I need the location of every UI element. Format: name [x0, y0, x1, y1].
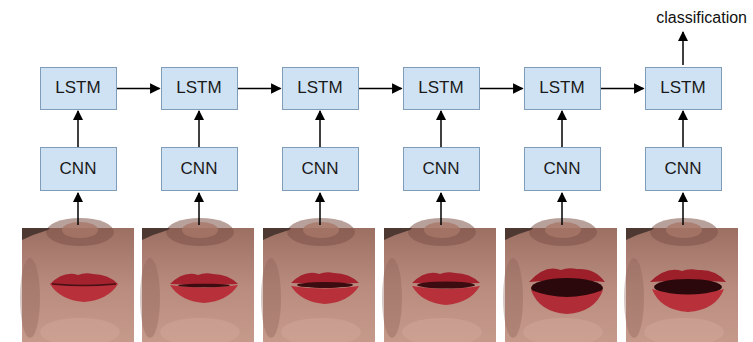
box-label: LSTM [539, 79, 584, 98]
flow-arrow [198, 111, 200, 147]
box-label: CNN [60, 160, 97, 179]
flow-arrow [480, 88, 523, 90]
flow-arrow [77, 111, 79, 147]
lstm-box: LSTM [161, 67, 238, 110]
cnn-box: CNN [161, 147, 238, 191]
cnn-box: CNN [403, 147, 480, 191]
lstm-box: LSTM [282, 67, 359, 110]
input-arrow [77, 193, 79, 225]
lip-frame [382, 218, 496, 342]
box-label: CNN [181, 160, 218, 179]
output-arrow [682, 32, 684, 65]
lip-frame [503, 218, 617, 342]
flow-arrow [601, 88, 644, 90]
box-label: LSTM [418, 79, 463, 98]
input-arrow [561, 193, 563, 225]
box-label: LSTM [176, 79, 221, 98]
box-label: CNN [544, 160, 581, 179]
box-label: LSTM [297, 79, 342, 98]
lstm-box: LSTM [524, 67, 601, 110]
flow-arrow [359, 88, 402, 90]
flow-arrow [682, 111, 684, 147]
lip-frame [20, 218, 134, 342]
input-arrow [198, 193, 200, 225]
cnn-box: CNN [524, 147, 601, 191]
input-arrows [78, 32, 683, 225]
box-label: LSTM [55, 79, 100, 98]
box-label: CNN [423, 160, 460, 179]
cnn-box: CNN [282, 147, 359, 191]
flow-arrow [117, 88, 160, 90]
lstm-box: LSTM [645, 67, 722, 110]
input-arrow [440, 193, 442, 225]
lstm-box: LSTM [403, 67, 480, 110]
flow-arrow [561, 111, 563, 147]
cnn-box: CNN [40, 147, 117, 191]
box-label: CNN [665, 160, 702, 179]
box-label: LSTM [660, 79, 705, 98]
lip-frame [261, 218, 375, 342]
box-label: CNN [302, 160, 339, 179]
input-arrow [319, 193, 321, 225]
flow-arrow [440, 111, 442, 147]
output-label: classification [656, 9, 747, 27]
lip-frame [624, 218, 738, 342]
flow-arrow [319, 111, 321, 147]
input-arrow [682, 193, 684, 225]
cnn-box: CNN [645, 147, 722, 191]
flow-arrow [238, 88, 281, 90]
lstm-box: LSTM [40, 67, 117, 110]
lip-frame [140, 218, 254, 342]
